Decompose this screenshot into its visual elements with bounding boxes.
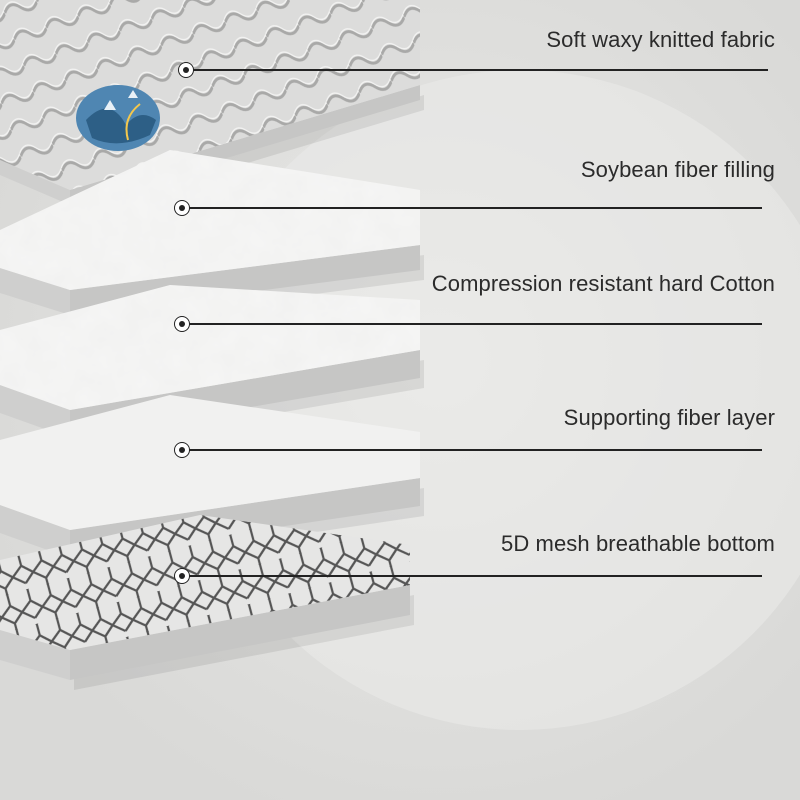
- layer-label: Soybean fiber filling: [580, 157, 775, 182]
- layer-label: Soft waxy knitted fabric: [546, 27, 775, 52]
- layer-edge-left: [0, 505, 70, 558]
- layer-label: Supporting fiber layer: [563, 405, 775, 430]
- leader-line: [184, 207, 762, 209]
- layer-edge-front: [70, 585, 410, 680]
- marker-dot-icon: [174, 568, 190, 584]
- layer-edge-left: [0, 385, 70, 438]
- layer-top-surface: [0, 515, 410, 650]
- layer-edge-left: [0, 160, 70, 205]
- layer-top-surface: [0, 395, 420, 530]
- leader-line: [184, 323, 762, 325]
- marker-dot-icon: [174, 442, 190, 458]
- badge-logo-icon: [76, 85, 160, 151]
- leader-line: [184, 575, 762, 577]
- layer-label: Compression resistant hard Cotton: [431, 271, 775, 296]
- layer-5: [0, 515, 414, 690]
- marker-dot-icon: [174, 200, 190, 216]
- leader-line: [188, 69, 768, 71]
- fiber-texture: [0, 285, 420, 410]
- fiber-texture: [0, 150, 420, 290]
- leader-line: [184, 449, 762, 451]
- layer-edge-left: [0, 268, 70, 315]
- layer-label: 5D mesh breathable bottom: [501, 531, 775, 556]
- marker-dot-icon: [178, 62, 194, 78]
- layer-edge-left: [0, 630, 70, 680]
- marker-dot-icon: [174, 316, 190, 332]
